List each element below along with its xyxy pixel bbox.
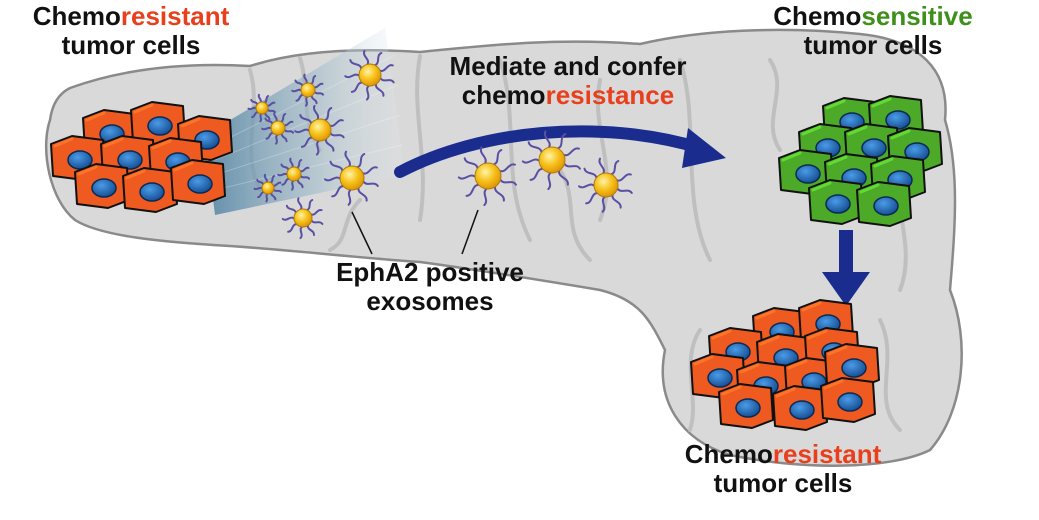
exosome-pointer-line-2: [461, 209, 479, 255]
exosome: [457, 146, 517, 207]
exosome: [324, 150, 379, 206]
down-arrow-shaft: [839, 230, 853, 278]
down-arrowhead: [822, 272, 870, 306]
top-left-title: Chemoresistant tumor cells: [32, 1, 230, 61]
resistant-cell-cluster-left: [50, 101, 233, 213]
tumor-cell: [772, 385, 828, 431]
exosome: [578, 157, 633, 213]
transfer-arrow: [394, 125, 706, 178]
sensitive-cell-cluster: [778, 95, 943, 227]
exosome: [261, 111, 295, 145]
exosome: [521, 130, 581, 191]
tumor-cell: [74, 163, 130, 209]
exosome: [247, 93, 276, 123]
exosome-group: [247, 49, 633, 240]
tumor-cell: [820, 377, 876, 423]
tumor-cell: [718, 383, 774, 429]
tumor-cell: [856, 181, 912, 227]
tumor-cell: [130, 101, 186, 147]
exosome: [344, 49, 395, 101]
bottom-title: Chemoresistant tumor cells: [684, 439, 882, 499]
tumor-cell: [808, 179, 864, 225]
exosome: [291, 73, 325, 107]
exosomes-caption: EphA2 positive exosomes: [336, 257, 524, 317]
arrow-caption: Mediate and confer chemoresistance: [449, 51, 687, 111]
exosome: [281, 197, 324, 240]
tumor-cell: [122, 167, 178, 213]
transfer-arrowhead: [682, 128, 726, 168]
exosome: [277, 157, 311, 191]
exosome-pointer-line-1: [351, 211, 373, 255]
resistant-cell-cluster-bottom: [690, 299, 880, 431]
top-right-title: Chemosensitive tumor cells: [773, 1, 973, 61]
exosome: [253, 173, 282, 203]
exosome: [294, 104, 345, 156]
tumor-cell: [170, 159, 226, 205]
